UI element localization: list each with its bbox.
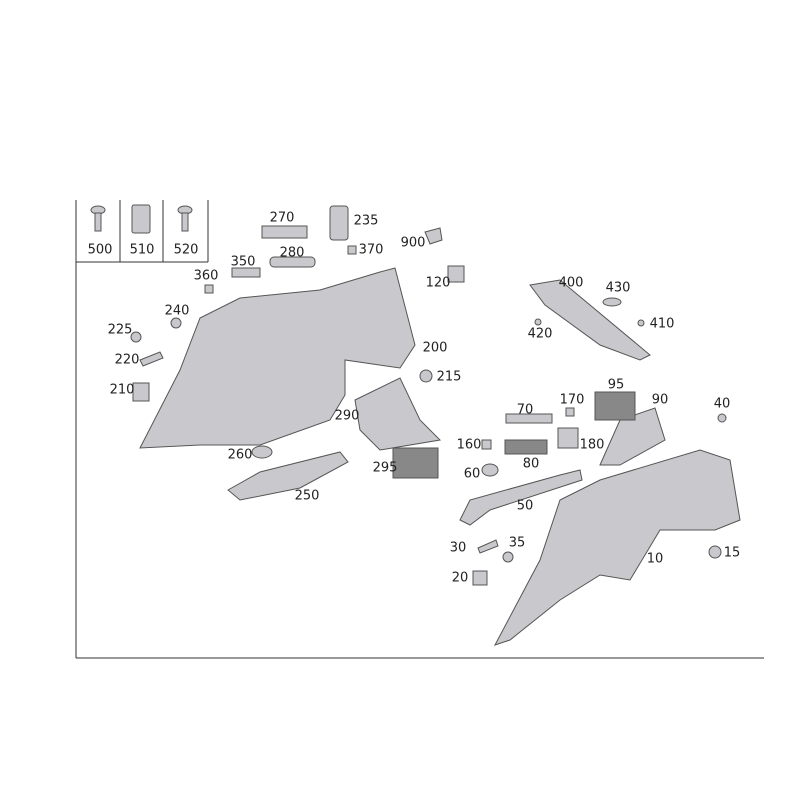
part-370	[347, 245, 357, 255]
part-35	[502, 551, 514, 563]
callout: 280	[279, 245, 305, 261]
cover-90	[599, 407, 666, 466]
trim-290	[354, 377, 442, 451]
fastener-label-520: 520	[173, 242, 199, 258]
part-280	[269, 256, 316, 268]
panel-250	[227, 451, 349, 501]
callout: 295	[372, 460, 398, 476]
callout: 180	[579, 437, 605, 453]
part-225	[130, 331, 142, 343]
fastener-label-500: 500	[87, 242, 113, 258]
callout: 90	[651, 392, 669, 408]
callout: 95	[607, 377, 625, 393]
part-360	[204, 284, 214, 294]
part-900	[424, 227, 443, 245]
part-30	[477, 539, 499, 554]
part-40	[717, 413, 727, 423]
callout: 160	[456, 437, 482, 453]
callout: 215	[436, 369, 462, 385]
fastener-label-510: 510	[129, 242, 155, 258]
part-20	[472, 570, 488, 586]
grille-80	[504, 439, 548, 455]
net-95	[594, 391, 636, 421]
callout: 250	[294, 488, 320, 504]
callout: 410	[649, 316, 675, 332]
part-60	[481, 463, 499, 477]
screw-icon	[90, 205, 106, 232]
callout: 360	[193, 268, 219, 284]
part-350	[231, 267, 261, 278]
part-270	[261, 225, 308, 239]
part-120	[447, 265, 465, 283]
callout: 60	[463, 466, 481, 482]
callout: 420	[527, 326, 553, 342]
callout: 270	[269, 210, 295, 226]
callout: 70	[516, 402, 534, 418]
clip-icon	[131, 204, 151, 234]
part-420	[534, 318, 542, 326]
part-210	[132, 382, 150, 402]
panel-400	[529, 279, 651, 361]
part-15	[708, 545, 722, 559]
callout: 400	[558, 275, 584, 291]
callout: 120	[425, 275, 451, 291]
callout: 370	[358, 242, 384, 258]
callout: 10	[646, 551, 664, 567]
callout: 30	[449, 540, 467, 556]
part-170	[565, 407, 575, 417]
callout: 15	[723, 545, 741, 561]
callout: 225	[107, 322, 133, 338]
callout: 240	[164, 303, 190, 319]
part-410	[637, 319, 645, 327]
part-430	[602, 297, 622, 307]
callout: 235	[353, 213, 379, 229]
callout: 430	[605, 280, 631, 296]
callout: 210	[109, 382, 135, 398]
callout: 40	[713, 396, 731, 412]
callout: 80	[522, 456, 540, 472]
callout: 290	[334, 408, 360, 424]
callout: 900	[400, 235, 426, 251]
screw-icon	[177, 205, 193, 232]
callout: 260	[227, 447, 253, 463]
part-220	[139, 351, 164, 367]
callout: 350	[230, 254, 256, 270]
part-160	[481, 439, 492, 450]
panel-50	[459, 469, 583, 526]
part-260	[251, 445, 273, 459]
callout: 170	[559, 392, 585, 408]
part-235	[329, 205, 349, 241]
net-295	[392, 447, 439, 479]
callout: 220	[114, 352, 140, 368]
part-215	[419, 369, 433, 383]
part-70	[505, 413, 553, 424]
callout: 20	[451, 570, 469, 586]
part-180	[557, 427, 579, 449]
part-240	[170, 317, 182, 329]
callout: 50	[516, 498, 534, 514]
callout: 35	[508, 535, 526, 551]
left-side-panel	[139, 267, 416, 449]
right-side-panel	[493, 449, 741, 646]
callout: 200	[422, 340, 448, 356]
